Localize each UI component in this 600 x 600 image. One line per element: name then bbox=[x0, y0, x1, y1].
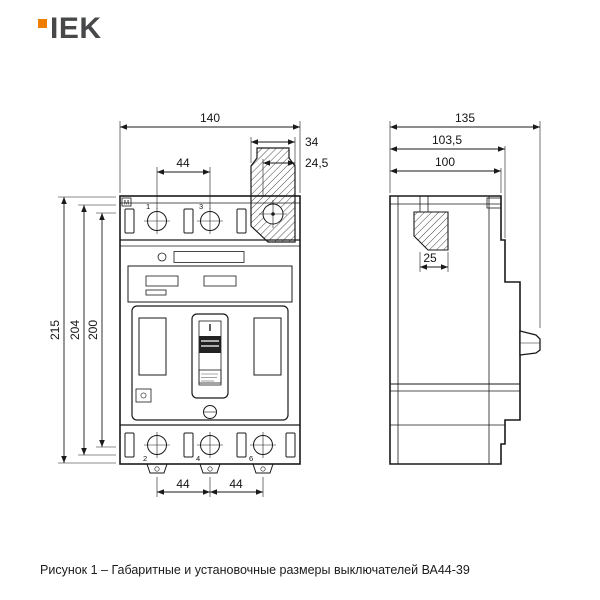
dim-label-135: 135 bbox=[455, 111, 475, 125]
nameplate-window bbox=[173, 251, 245, 263]
dim-label-34: 34 bbox=[305, 135, 319, 149]
dim-overall-height-215: 215 bbox=[48, 196, 116, 464]
side-view bbox=[389, 195, 541, 465]
terminal-screw-bottom-2 bbox=[197, 432, 223, 458]
dim-mount-height-200: 200 bbox=[86, 212, 116, 448]
terminal-screw-bottom-1 bbox=[144, 432, 170, 458]
dim-label-44-bottom-right: 44 bbox=[229, 477, 243, 491]
pole-label-3: 3 bbox=[199, 202, 203, 211]
pole-label-1: 1 bbox=[146, 202, 150, 211]
cover-screw bbox=[203, 405, 217, 419]
iek-logo: IEK bbox=[38, 12, 102, 45]
dim-bracket-depth-25: 25 bbox=[419, 251, 449, 272]
dim-overall-depth-135: 135 bbox=[389, 111, 541, 328]
mounting-feet bbox=[146, 463, 274, 474]
pole-label-2: 2 bbox=[143, 454, 147, 463]
front-view: M 1 3 bbox=[119, 147, 301, 474]
side-body-outline bbox=[389, 195, 521, 465]
dim-label-44-bottom-left: 44 bbox=[176, 477, 190, 491]
dim-label-204: 204 bbox=[68, 320, 82, 340]
dim-depth-103-5: 103,5 bbox=[390, 133, 506, 238]
dim-base-depth-100: 100 bbox=[390, 155, 502, 193]
pole-label-6: 6 bbox=[249, 454, 253, 463]
toggle-handle bbox=[191, 313, 229, 399]
dim-overall-width-140: 140 bbox=[119, 111, 301, 193]
mounting-bracket bbox=[413, 196, 449, 251]
corner-mark-box bbox=[121, 197, 132, 207]
dim-label-25: 25 bbox=[423, 251, 437, 265]
figure-caption: Рисунок 1 – Габаритные и установочные ра… bbox=[40, 563, 470, 577]
terminal-extension-tab bbox=[250, 147, 296, 243]
corner-mark: M bbox=[124, 201, 129, 207]
pole-label-4: 4 bbox=[196, 454, 200, 463]
terminal-screw-top-1 bbox=[144, 208, 170, 234]
dim-pole-spacing-top-44: 44 bbox=[156, 156, 211, 209]
dim-label-215: 215 bbox=[48, 320, 62, 340]
cover-window-right bbox=[253, 317, 282, 376]
logo-accent-square-icon bbox=[38, 19, 47, 28]
dim-label-24-5: 24,5 bbox=[305, 156, 329, 170]
cover-window-left bbox=[138, 317, 167, 376]
dim-pole-spacing-bottom: 44 44 bbox=[156, 477, 264, 497]
front-cover bbox=[131, 305, 289, 421]
dim-tab-hole-offset-24-5: 24,5 bbox=[262, 156, 329, 196]
logo-text: IEK bbox=[50, 12, 102, 45]
mid-panel bbox=[127, 265, 293, 303]
dim-label-200: 200 bbox=[86, 320, 100, 340]
terminal-screw-top-2 bbox=[197, 208, 223, 234]
dim-label-44-top: 44 bbox=[176, 156, 190, 170]
dim-label-103-5: 103,5 bbox=[432, 133, 462, 147]
dim-label-100: 100 bbox=[435, 155, 455, 169]
dim-tab-width-34: 34 bbox=[250, 135, 319, 167]
side-toggle-handle bbox=[519, 330, 541, 356]
dim-label-140: 140 bbox=[200, 111, 220, 125]
terminal-screw-bottom-3 bbox=[250, 432, 276, 458]
test-button bbox=[135, 388, 152, 403]
dim-mount-height-204: 204 bbox=[68, 204, 116, 456]
